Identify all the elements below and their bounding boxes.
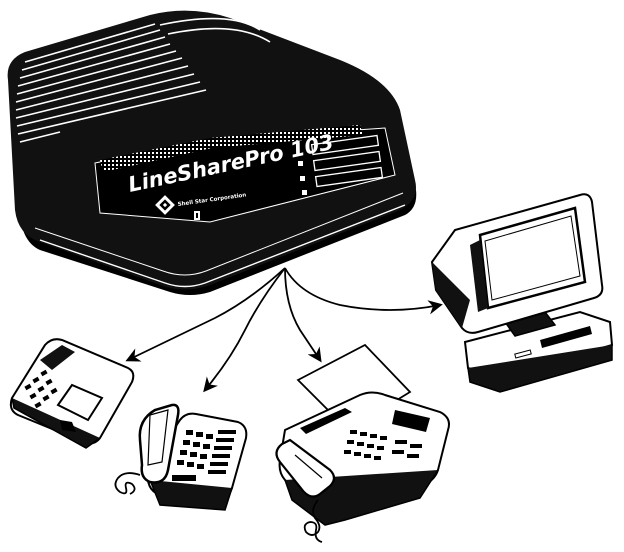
fax-machine-icon <box>276 345 449 542</box>
power-indicator-icon <box>194 211 200 220</box>
answering-machine-icon <box>11 339 133 448</box>
computer-icon <box>432 194 612 392</box>
lineshare-hub: LineSharePro 103 Shell Star Corporation <box>8 11 417 295</box>
arrow-to-computer <box>285 268 440 310</box>
arrow-to-fax-machine <box>285 268 320 360</box>
desk-phone-icon <box>115 405 246 510</box>
